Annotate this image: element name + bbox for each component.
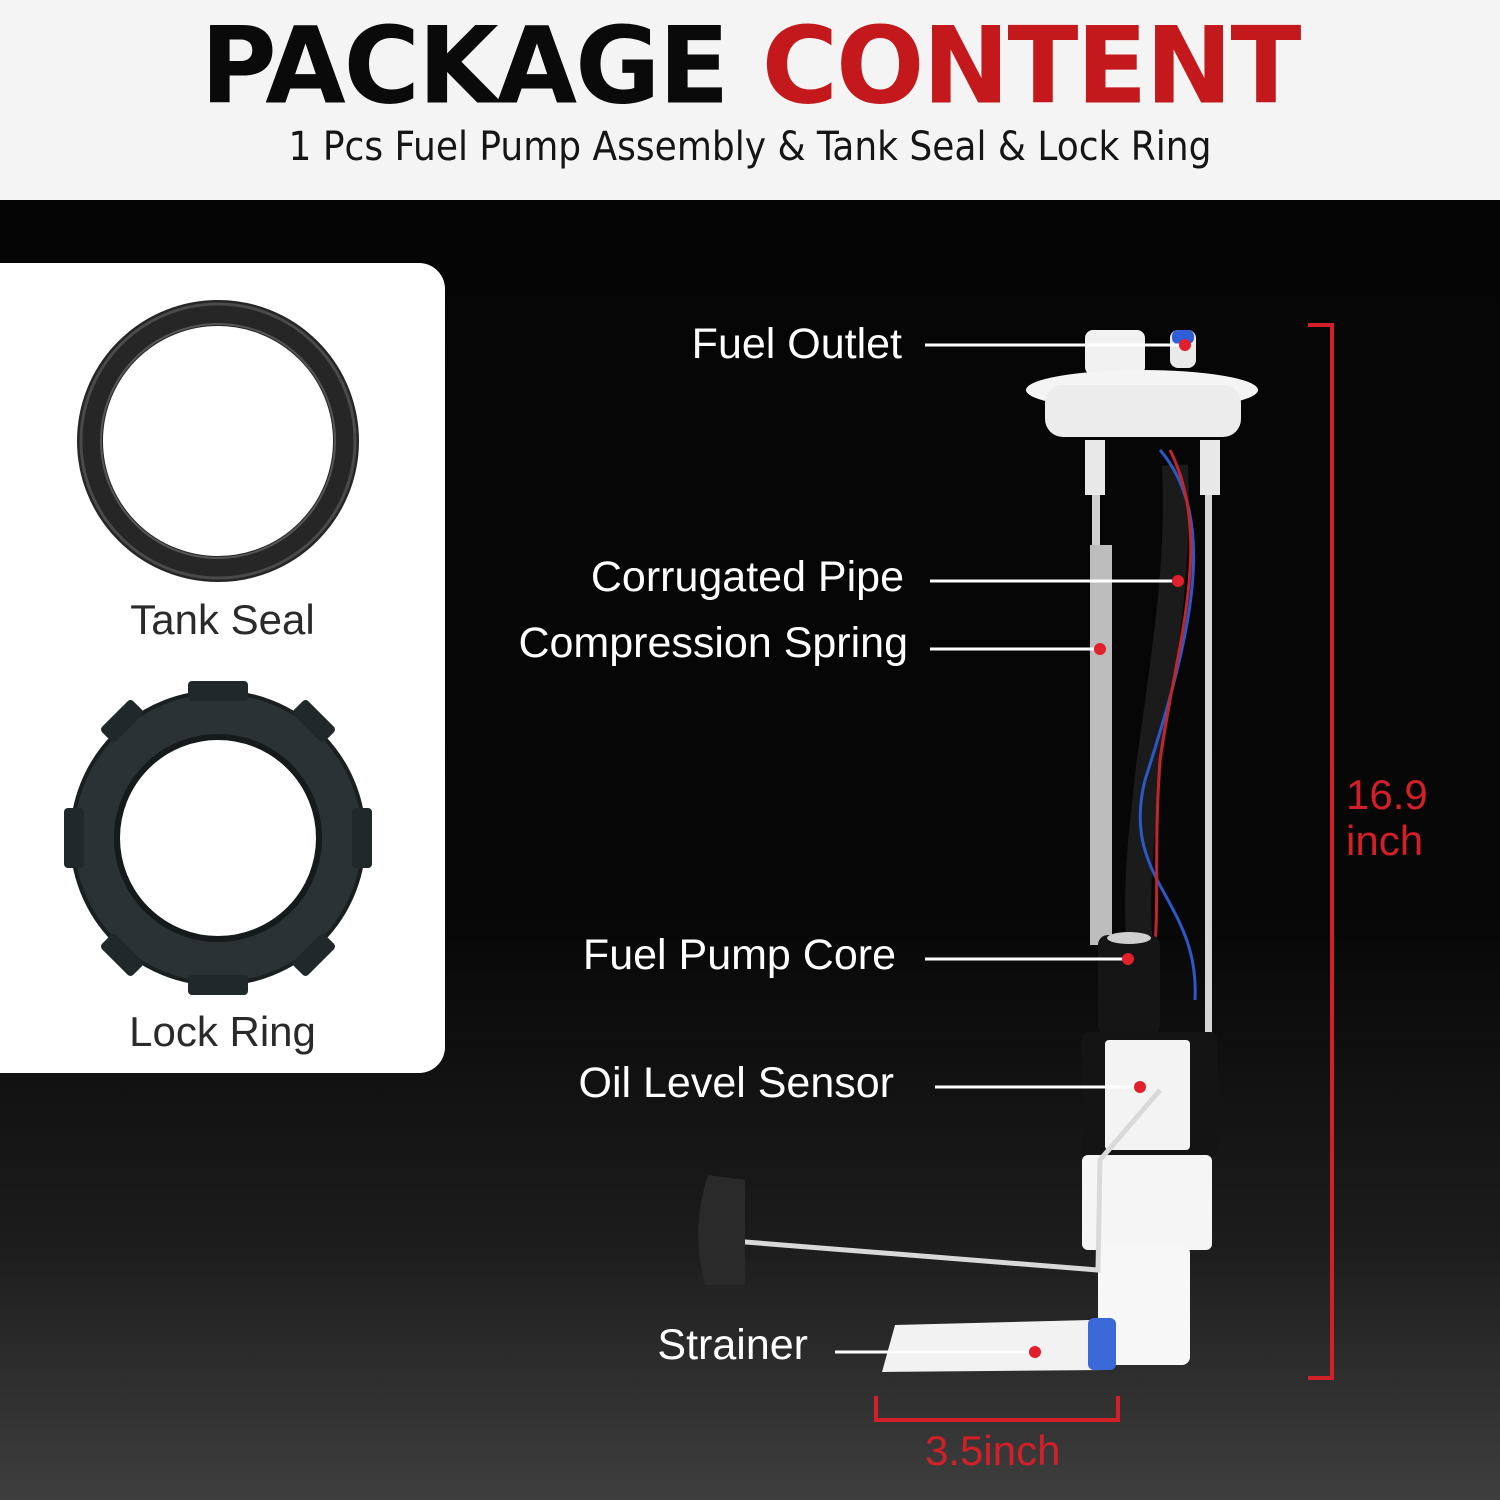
accessories-card: Tank Seal Lock Ring xyxy=(0,263,445,1073)
height-value: 16.9 xyxy=(1346,771,1428,818)
strainer-shape xyxy=(882,1318,1116,1372)
pump-core xyxy=(1098,932,1160,1035)
height-dimension: 16.9 inch xyxy=(1346,771,1428,865)
callout-fuel-outlet: Fuel Outlet xyxy=(691,320,902,368)
callout-corrugated-pipe: Corrugated Pipe xyxy=(590,553,904,601)
lock-ring-label: Lock Ring xyxy=(129,1008,316,1055)
rods-and-spring xyxy=(1090,495,1212,1035)
corrugated-pipe-shape xyxy=(1125,464,1189,947)
sensor-housing xyxy=(1082,1032,1217,1365)
title-part-package: PACKAGE xyxy=(200,3,730,129)
page-subtitle: 1 Pcs Fuel Pump Assembly & Tank Seal & L… xyxy=(288,124,1212,170)
tank-seal-image xyxy=(77,300,359,582)
callout-fuel-pump-core: Fuel Pump Core xyxy=(582,931,896,979)
page-title: PACKAGE CONTENT xyxy=(0,13,1500,119)
float-arm xyxy=(698,1088,1162,1285)
callout-oil-level-sensor: Oil Level Sensor xyxy=(578,1059,895,1107)
accessories-illustrations xyxy=(64,300,372,995)
width-dimension: 3.5inch xyxy=(925,1427,1061,1474)
tank-seal-label: Tank Seal xyxy=(130,596,315,643)
callout-strainer: Strainer xyxy=(657,1321,808,1369)
lock-ring-image xyxy=(64,681,372,995)
pump-flange xyxy=(1026,330,1258,495)
title-part-content: CONTENT xyxy=(761,3,1302,129)
dimension-brackets xyxy=(874,323,1334,1422)
callout-compression-spring: Compression Spring xyxy=(518,619,908,667)
height-unit: inch xyxy=(1346,817,1424,865)
callout-markers xyxy=(1029,339,1191,1358)
header-banner: PACKAGE CONTENT 1 Pcs Fuel Pump Assembly… xyxy=(0,0,1500,200)
callout-lines xyxy=(835,343,1185,1354)
